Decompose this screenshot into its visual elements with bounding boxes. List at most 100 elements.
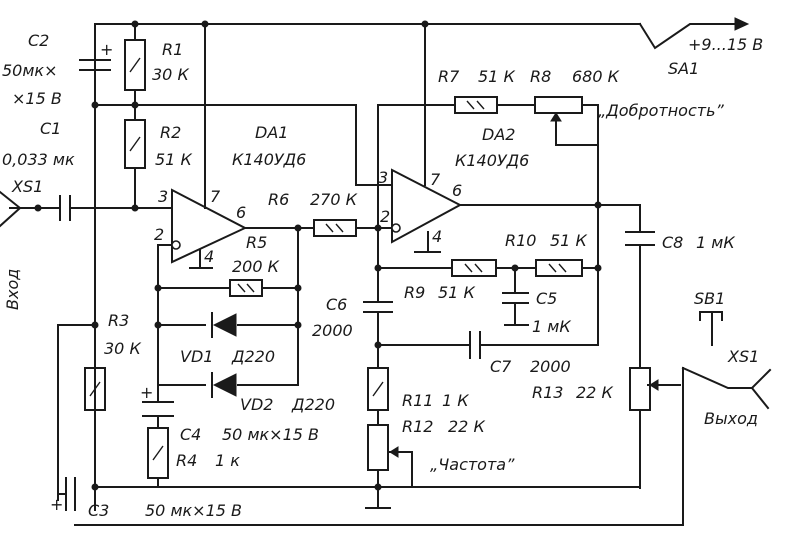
bias-bus xyxy=(94,104,393,186)
input-socket xyxy=(0,190,22,228)
resistor-r11-body xyxy=(367,367,389,411)
junction-dot xyxy=(374,264,382,272)
resistor-r1-body xyxy=(124,39,146,91)
r13-ref: R13 xyxy=(532,383,563,402)
da2-pin-4: 4 xyxy=(432,227,442,246)
da2-pin-2: 2 xyxy=(380,207,390,226)
junction-dot xyxy=(421,20,429,28)
r9-ref: R9 xyxy=(404,283,425,302)
diode-vd1 xyxy=(211,312,237,338)
c1-ref: C1 xyxy=(40,119,61,138)
c5-ref: C5 xyxy=(536,289,557,308)
resistor-r2 xyxy=(124,119,146,169)
resistor-r9-body xyxy=(451,259,497,277)
junction-dot xyxy=(91,483,99,491)
capacitor-c8 xyxy=(625,231,655,246)
resistor-r7-mark xyxy=(466,100,485,110)
resistor-r5-body xyxy=(229,279,263,297)
vd1-value: Д220 xyxy=(231,347,275,366)
c2-value-a: 50мк× xyxy=(2,61,58,80)
resistor-r1-mark xyxy=(129,57,141,73)
resistor-r3-mark xyxy=(89,381,101,397)
wiring xyxy=(0,22,772,526)
supply-arrow-icon xyxy=(734,17,750,31)
junction-dot xyxy=(374,341,382,349)
diodes xyxy=(211,312,237,398)
da2-pin-3: 3 xyxy=(378,168,388,187)
resistor-r7 xyxy=(454,96,498,114)
capacitor-c2 xyxy=(79,23,111,106)
r5-ref: R5 xyxy=(246,233,267,252)
diode-vd2-triangle-icon xyxy=(212,373,237,397)
c8-value: 1 мК xyxy=(696,233,735,252)
resistor-r10 xyxy=(535,259,583,277)
resistor-r5 xyxy=(229,279,263,297)
da1-ref: DA1 xyxy=(255,123,288,142)
junction-dot xyxy=(91,321,99,329)
output-socket xyxy=(681,366,772,410)
potentiometer-r8-body xyxy=(534,96,583,114)
c2-value-b: ×15 В xyxy=(12,89,62,108)
input-label: Вход xyxy=(3,269,22,310)
c4-ref: C4 xyxy=(180,425,201,444)
r12-ref: R12 xyxy=(402,417,433,436)
potentiometer-r12 xyxy=(367,424,399,471)
da2-pin-7: 7 xyxy=(430,170,441,189)
diode-vd1-triangle-icon xyxy=(212,313,237,337)
junction-dot xyxy=(154,284,162,292)
junction-dot xyxy=(511,264,519,272)
sa1-ref: SA1 xyxy=(668,59,699,78)
da2-ref: DA2 xyxy=(482,125,515,144)
da2-part: К140УД6 xyxy=(455,151,529,170)
wiper-arrow-icon xyxy=(649,379,659,391)
r1-value: 30 К xyxy=(152,65,189,84)
output-return xyxy=(74,367,684,526)
c3-value: 50 мк×15 В xyxy=(145,501,242,520)
da1-pin-3: 3 xyxy=(158,187,168,206)
c7-ref: C7 xyxy=(490,357,512,376)
da1-feedback xyxy=(157,227,299,386)
resistor-r4 xyxy=(147,427,169,479)
potentiometer-r12-body xyxy=(367,424,389,471)
capacitor-c7-plates xyxy=(469,331,481,359)
wiper-arrow-icon xyxy=(389,446,399,458)
supply-label: +9...15 В xyxy=(688,35,763,54)
resistor-r11-mark xyxy=(372,381,384,397)
capacitor-c5-plates xyxy=(502,292,529,304)
da1-ground xyxy=(189,249,213,269)
r2-value: 51 К xyxy=(155,150,192,169)
capacitor-c6-plates xyxy=(363,301,393,313)
da2-output-line xyxy=(459,204,641,233)
opamp-da1-triangle-icon xyxy=(171,188,248,264)
da1-pin-7: 7 xyxy=(210,187,221,206)
frequency-label: „Частота” xyxy=(430,455,515,474)
da1-part: К140УД6 xyxy=(232,150,306,169)
da1-pin-4: 4 xyxy=(204,247,214,266)
xs1-output-ref: XS1 xyxy=(727,347,759,366)
r10-value: 51 К xyxy=(550,231,587,250)
resistor-r6-body xyxy=(313,219,357,237)
opamp-da2 xyxy=(391,168,463,244)
junction-dot xyxy=(594,264,602,272)
r5-value: 200 К xyxy=(232,257,280,276)
junction-dot xyxy=(131,20,139,28)
resistor-r9 xyxy=(451,259,497,277)
resistor-r3 xyxy=(84,367,106,411)
r3-loop xyxy=(57,324,96,488)
r2-ref: R2 xyxy=(160,123,181,142)
resistor-r6 xyxy=(313,219,357,237)
resistor-r11 xyxy=(367,367,389,411)
capacitor-c3-plates xyxy=(65,477,76,511)
r12-value: 22 К xyxy=(448,417,485,436)
resistor-r9-mark xyxy=(464,263,483,273)
c6-value: 2000 xyxy=(312,321,353,340)
quality-label: „Добротность” xyxy=(598,101,725,120)
capacitors xyxy=(57,23,655,511)
polarity-plus: + xyxy=(100,40,113,59)
junction-dot xyxy=(294,284,302,292)
capacitor-c5 xyxy=(502,292,529,304)
r6-value: 270 К xyxy=(310,190,358,209)
resistor-r5-mark xyxy=(237,283,255,293)
resistor-r1 xyxy=(124,39,146,91)
r11-value: 1 К xyxy=(442,391,469,410)
